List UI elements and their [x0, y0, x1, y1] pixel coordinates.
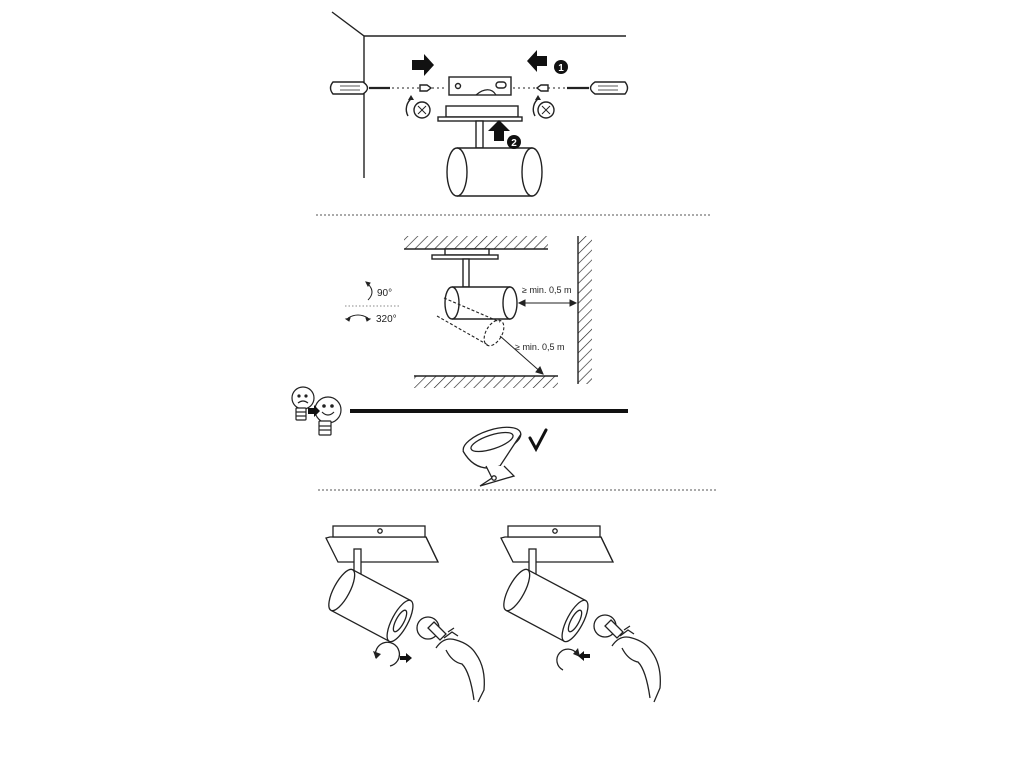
left-screw — [392, 84, 446, 92]
lamp-stem-2 — [462, 258, 470, 288]
horizontal-rotate-icon — [347, 314, 369, 319]
reflector-lamp — [462, 426, 522, 487]
ceiling-hatch — [404, 236, 548, 249]
mounting-arrows — [412, 50, 547, 141]
vertical-rotation-label: 90° — [377, 288, 392, 299]
floor-hatch — [414, 376, 558, 388]
spot-cylinder — [446, 147, 543, 197]
wall-corner — [331, 11, 365, 178]
wall-distance-arrow — [517, 299, 578, 307]
step-number-1: 1 — [558, 63, 564, 74]
wall-clearance-label: ≥ min. 0,5 m — [522, 285, 571, 295]
horizontal-rotation-label: 320° — [376, 314, 397, 325]
mounting-bracket — [448, 76, 512, 96]
step-marker-2: 2 — [507, 135, 521, 149]
rotate-clockwise-icon-right — [532, 95, 555, 119]
bulb-insert-illustration — [500, 525, 661, 703]
lamp-canopy-2 — [444, 248, 490, 256]
floor-clearance-label: ≥ min. 0,5 m — [515, 342, 564, 352]
step-number-2: 2 — [511, 138, 517, 149]
right-screwdriver — [567, 81, 629, 95]
lamp-canopy — [437, 105, 523, 122]
right-screw — [513, 84, 565, 92]
rotate-clockwise-icon-left — [405, 95, 431, 119]
rotation-legend — [344, 281, 400, 322]
vertical-rotate-icon — [367, 283, 373, 301]
check-mark-icon — [528, 428, 548, 453]
floor-distance-arrow — [499, 335, 544, 375]
bulb-remove-illustration — [325, 525, 485, 703]
wall-hatch — [578, 236, 592, 384]
spot-cylinder-2 — [444, 286, 518, 320]
left-screwdriver — [329, 81, 390, 95]
lamp-stem — [475, 120, 484, 149]
mounting-panel — [329, 11, 629, 197]
arrow-right-icon — [412, 54, 434, 76]
bulb-swap-icon — [291, 386, 342, 436]
step-marker-1: 1 — [554, 60, 568, 74]
clearance-panel — [404, 236, 592, 388]
arrow-up-icon — [488, 120, 510, 141]
arrow-left-icon — [527, 50, 547, 72]
